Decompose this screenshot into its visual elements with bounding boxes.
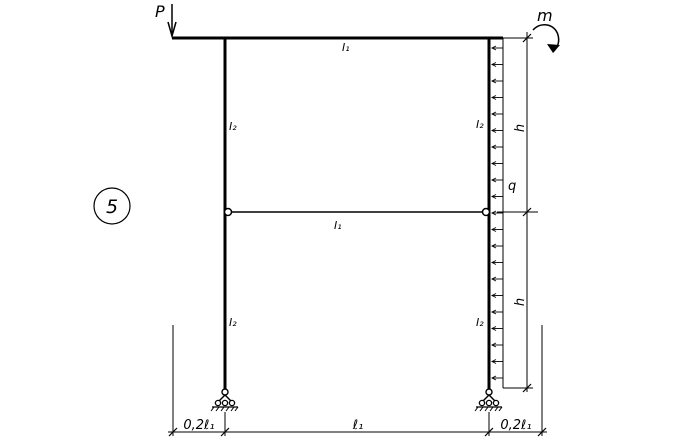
right-column-lower-label: I₂ (476, 316, 484, 329)
left-span-label: 0,2ℓ₁ (183, 418, 214, 433)
height-dimensions (497, 32, 538, 393)
force-p-arrow (167, 4, 177, 39)
moment-arrow (532, 23, 560, 53)
right-hinge (481, 207, 491, 217)
load-arrow-head (490, 45, 497, 51)
load-arrow-head (490, 177, 497, 183)
force-label: P (155, 2, 165, 21)
scheme-number: 5 (106, 196, 118, 218)
load-arrow-head (490, 161, 497, 166)
load-arrow-head (490, 359, 497, 364)
load-arrow-head (490, 194, 497, 199)
load-arrow-head (490, 342, 497, 348)
load-arrow-head (490, 260, 497, 265)
scheme-number-circle (93, 187, 131, 225)
moment-label: m (537, 6, 553, 25)
right-support (474, 388, 503, 412)
load-arrow-head (490, 243, 497, 249)
main-span-label: ℓ₁ (352, 418, 364, 433)
top-beam-label: I₁ (342, 41, 350, 54)
height-upper-label: h (513, 124, 528, 132)
left-column-lower-label: I₂ (229, 316, 237, 329)
load-arrow-head (490, 375, 497, 381)
load-arrow-head (490, 276, 497, 282)
load-arrow-head (490, 62, 497, 67)
distributed-load-label: q (508, 179, 516, 194)
span-dimensions (168, 325, 547, 437)
load-arrow-head (490, 326, 497, 331)
load-arrow-head (490, 78, 497, 84)
load-arrow-head (490, 309, 497, 315)
load-arrow-head (490, 128, 497, 133)
load-arrow-head (490, 144, 497, 150)
distributed-load (490, 38, 504, 388)
load-arrow-head (490, 227, 497, 232)
left-column-upper-label: I₂ (229, 120, 237, 133)
load-arrow-head (490, 95, 497, 100)
load-arrow-head (490, 111, 497, 117)
middle-beam-label: I₁ (334, 219, 342, 232)
height-lower-label: h (513, 298, 528, 306)
left-support (210, 388, 239, 412)
right-span-label: 0,2ℓ₁ (500, 418, 531, 433)
load-arrow-head (490, 293, 497, 298)
right-column-upper-label: I₂ (476, 118, 484, 131)
left-hinge (223, 207, 233, 217)
load-arrow-head (490, 210, 497, 216)
